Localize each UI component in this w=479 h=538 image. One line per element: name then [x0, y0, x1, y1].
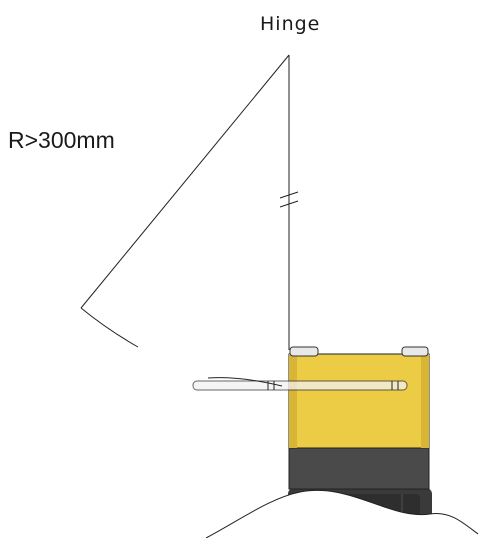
safety-switch: [288, 346, 430, 490]
hinge-label: Hinge: [260, 13, 320, 35]
radius-label: R>300mm: [8, 127, 115, 153]
line-break-marks: [279, 191, 299, 208]
switch-cap-right: [401, 346, 429, 357]
mounting-surface: [206, 490, 478, 538]
switch-body: [288, 353, 430, 449]
radius-line: [80, 54, 290, 309]
swing-arc: [80, 307, 139, 348]
switch-cap-left: [289, 346, 319, 357]
switch-base: [288, 446, 430, 490]
actuator-key: [192, 377, 408, 391]
surface-cut-line: [205, 489, 479, 538]
